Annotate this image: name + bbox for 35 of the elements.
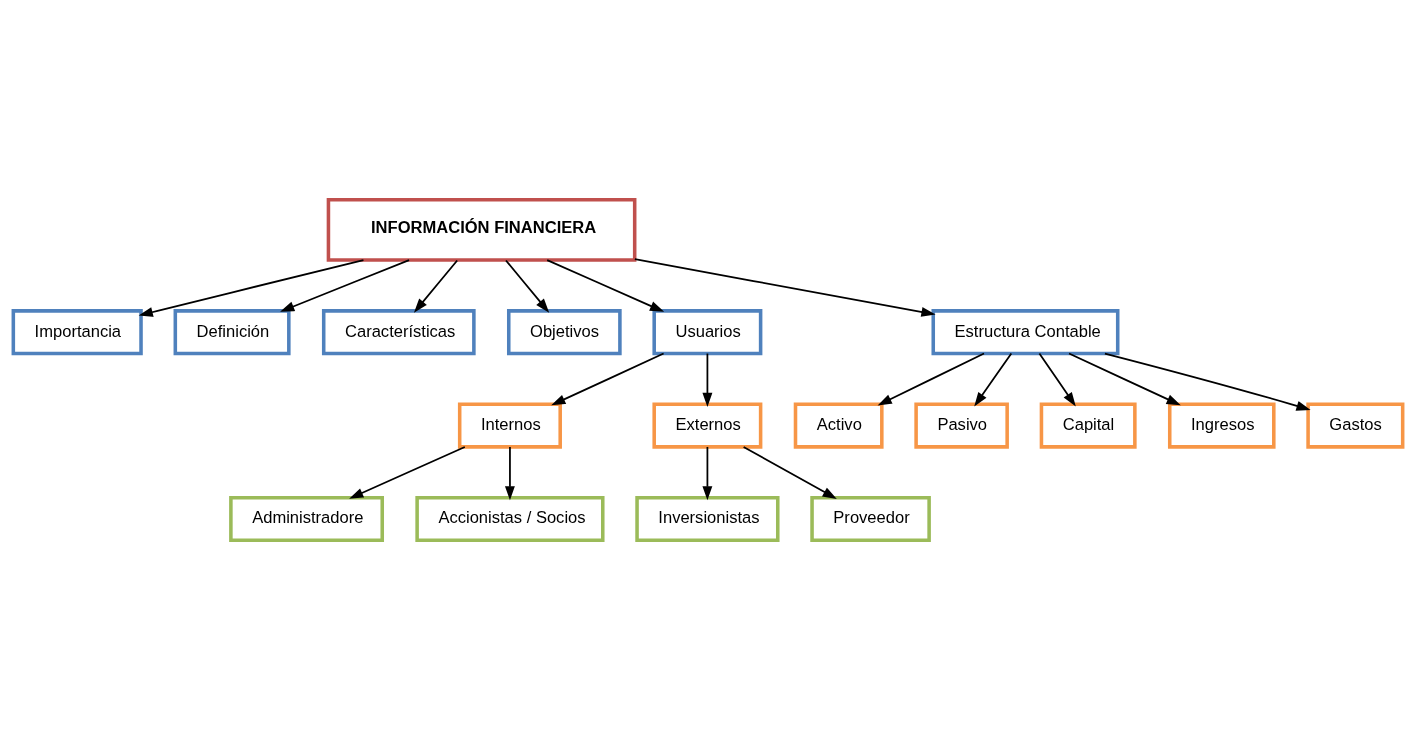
arrow [546,258,665,312]
arrow [505,259,550,313]
arrow [702,445,713,500]
arrow [349,445,466,499]
node-box: Capital [1039,402,1137,449]
arrow [634,257,936,317]
node-box: Activo [793,402,884,449]
node-box: Inversionistas [635,495,780,542]
node-box: Objetivos [507,308,622,355]
arrow [974,352,1013,406]
node-box: INFORMACIÓN FINANCIERA [326,197,637,262]
arrow [1068,352,1181,405]
node-box: Administradore [229,495,384,542]
arrow [1104,352,1311,411]
node-box: Externos [652,402,763,449]
arrow [702,352,713,407]
node-box: Definición [173,308,291,355]
arrow [280,258,410,312]
node-box: Internos [457,402,562,449]
node-box: Accionistas / Socios [415,495,605,542]
arrow [138,258,365,317]
arrow [1038,352,1076,406]
arrow [551,352,665,405]
node-box: Proveedor [810,495,931,542]
arrow [504,445,515,500]
node-box: Gastos [1306,402,1405,449]
node-box: Importancia [11,308,143,355]
node-box: Estructura Contable [931,308,1120,355]
arrow [413,259,459,313]
node-box: Características [321,308,476,355]
node-box: Pasivo [914,402,1009,449]
arrow [742,445,837,499]
node-box: Usuarios [652,308,763,355]
node-box: Ingresos [1167,402,1276,449]
arrow [877,352,985,405]
